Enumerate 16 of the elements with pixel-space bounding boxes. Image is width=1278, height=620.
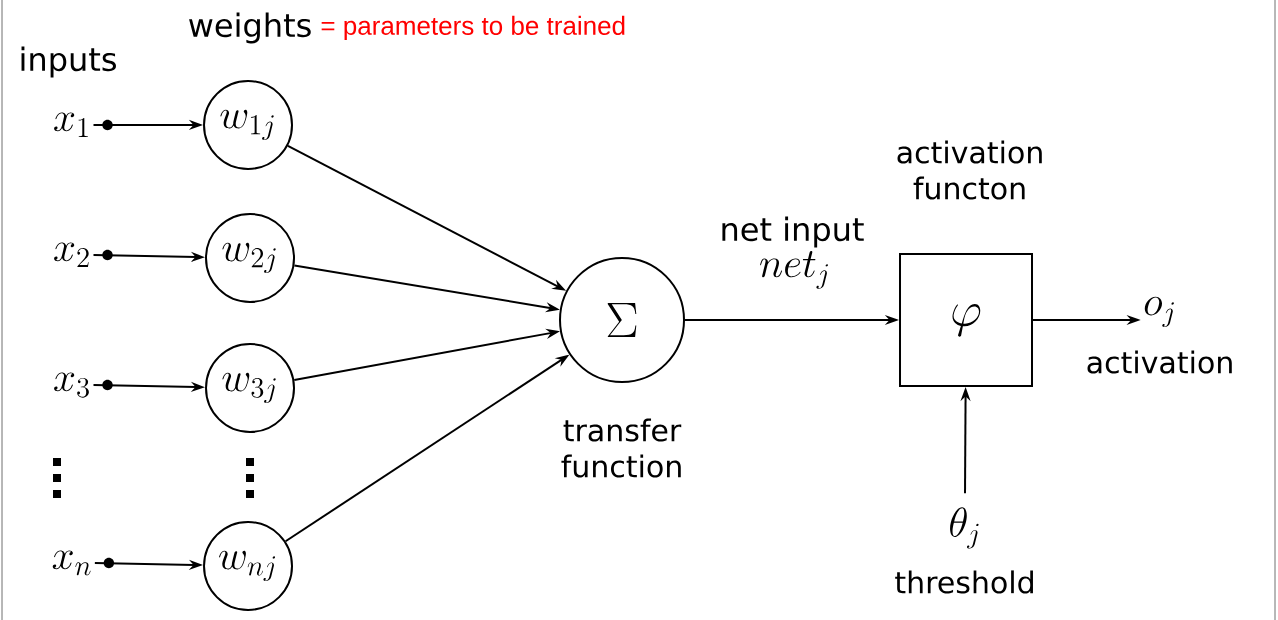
- edge-label: net input: [722, 216, 864, 248]
- variable-label: $\theta_j$: [950, 507, 979, 549]
- node-label: activation functon: [897, 140, 1042, 200]
- variable-label: $x_1$: [54, 112, 88, 138]
- variable-label: $o_j$: [1144, 296, 1174, 328]
- node-label: transfer function: [561, 418, 682, 478]
- node-label: activation: [1087, 350, 1232, 374]
- heading: inputs: [21, 46, 116, 78]
- variable-label: $x_2$: [54, 242, 89, 268]
- activation-box: $\varphi$: [899, 253, 1033, 387]
- variable-label: $x_n$: [52, 550, 91, 576]
- note: = parameters to be trained: [321, 15, 625, 41]
- variable-label: $net_j$: [760, 250, 828, 289]
- node-label: threshold: [895, 570, 1033, 594]
- heading: weights: [189, 12, 311, 44]
- variable-label: $x_3$: [54, 372, 89, 398]
